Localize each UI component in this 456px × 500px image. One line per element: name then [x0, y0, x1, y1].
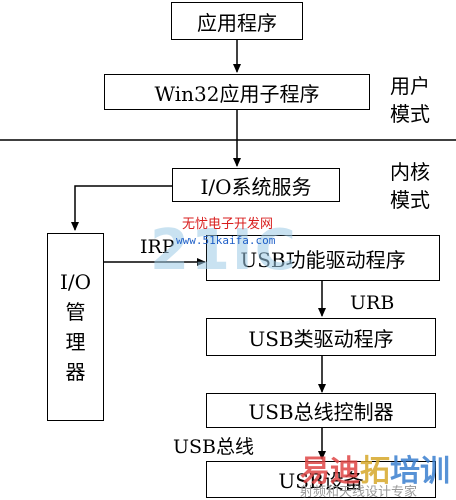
usb-device-box: USB设备 — [206, 461, 436, 498]
watermark-site-name: 无忧电子开发网 — [182, 217, 274, 232]
watermark-site-url: www.51kaifa.com — [176, 234, 276, 247]
watermark-brand-char-5: 训 — [420, 454, 450, 489]
watermark-brand-subtitle: 射频和天线设计专家 — [300, 485, 418, 500]
watermark-brand-char-4: 培 — [390, 454, 420, 489]
io-manager-line-2: 管 — [65, 300, 86, 324]
win32-subsystem-box: Win32应用子程序 — [104, 74, 370, 110]
io-manager-line-4: 器 — [65, 360, 86, 384]
usb-bus-controller-label: USB总线控制器 — [248, 400, 394, 424]
win32-subsystem-label: Win32应用子程序 — [154, 81, 320, 106]
user-mode-label: 用户 模式 — [390, 74, 430, 126]
app-box: 应用程序 — [171, 2, 303, 40]
arrow-io-services-to-io-manager — [71, 185, 172, 231]
usb-class-driver-box: USB类驱动程序 — [206, 318, 436, 356]
io-manager-line-3: 理 — [65, 330, 86, 354]
watermark-brand-char-3: 拓 — [360, 454, 390, 489]
usb-class-driver-label: USB类驱动程序 — [248, 326, 394, 351]
io-manager-line-1: I/O — [59, 270, 92, 294]
irp-label: IRP — [140, 236, 175, 258]
usb-bus-label: USB总线 — [173, 436, 254, 458]
usb-bus-controller-box: USB总线控制器 — [206, 393, 436, 428]
usb-function-driver-label: USB功能驱动程序 — [240, 247, 406, 272]
usb-function-driver-box: USB功能驱动程序 — [206, 235, 440, 281]
usb-device-label: USB设备 — [278, 469, 364, 493]
io-system-services-box: I/O系统服务 — [172, 168, 340, 202]
watermark-21ic: 21IC — [150, 218, 298, 283]
io-manager-box: I/O 管 理 器 — [47, 233, 104, 421]
app-label: 应用程序 — [197, 10, 277, 35]
io-system-services-label: I/O系统服务 — [200, 174, 312, 199]
urb-label: URB — [350, 292, 395, 314]
watermark-brand-char-2: 迪 — [330, 454, 360, 489]
watermark-brand-char-1: 易 — [300, 454, 330, 489]
watermark-brand: 易迪拓培训 — [300, 446, 450, 490]
kernel-mode-label: 内核 模式 — [390, 160, 430, 212]
